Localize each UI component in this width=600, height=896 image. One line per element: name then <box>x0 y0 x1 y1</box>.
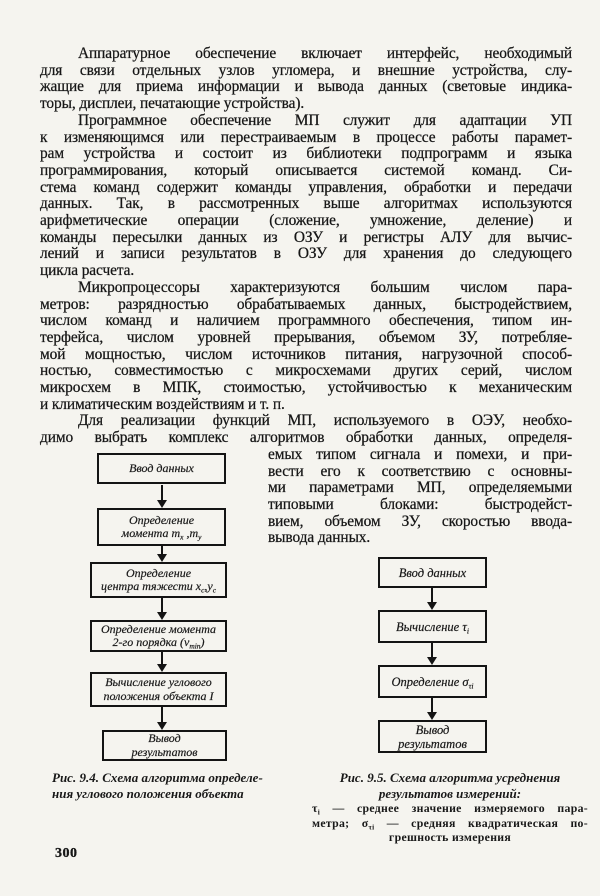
paragraph-realization-wrap: емых типом сигнала и помехи, и при-вести… <box>268 445 572 547</box>
page-number: 300 <box>55 846 78 861</box>
flowchart-95-box-input: Ввод данных <box>378 557 487 588</box>
paragraph-software: Программное обеспечение МП служит для ад… <box>40 111 572 280</box>
flowchart-94-box-input: Ввод данных <box>97 453 226 484</box>
paragraph-hardware: Аппаратурное обеспечение включает интерф… <box>40 45 572 113</box>
flow-arrow <box>157 546 167 562</box>
paragraph-realization: Для реализации функций МП, используемого… <box>40 412 572 447</box>
flow-arrow <box>157 652 167 672</box>
flow-arrow <box>427 643 437 665</box>
figure-94-caption: Рис. 9.4. Схема алгоритма определе-ния у… <box>52 770 263 801</box>
flow-arrow <box>157 707 167 730</box>
flow-arrow <box>157 485 167 508</box>
flow-arrow <box>427 698 437 720</box>
paragraph-microprocessors: Микропроцессоры характеризуются большим … <box>40 278 572 413</box>
figure-95-subcaption: τi — среднее значение измеряемого пара-м… <box>312 801 588 844</box>
flow-arrow <box>157 598 167 620</box>
flow-arrow <box>427 588 437 610</box>
flowchart-95-box-sigma: Определение στi <box>378 665 487 698</box>
flowchart-95-box-tau: Вычисление τi <box>378 610 487 643</box>
